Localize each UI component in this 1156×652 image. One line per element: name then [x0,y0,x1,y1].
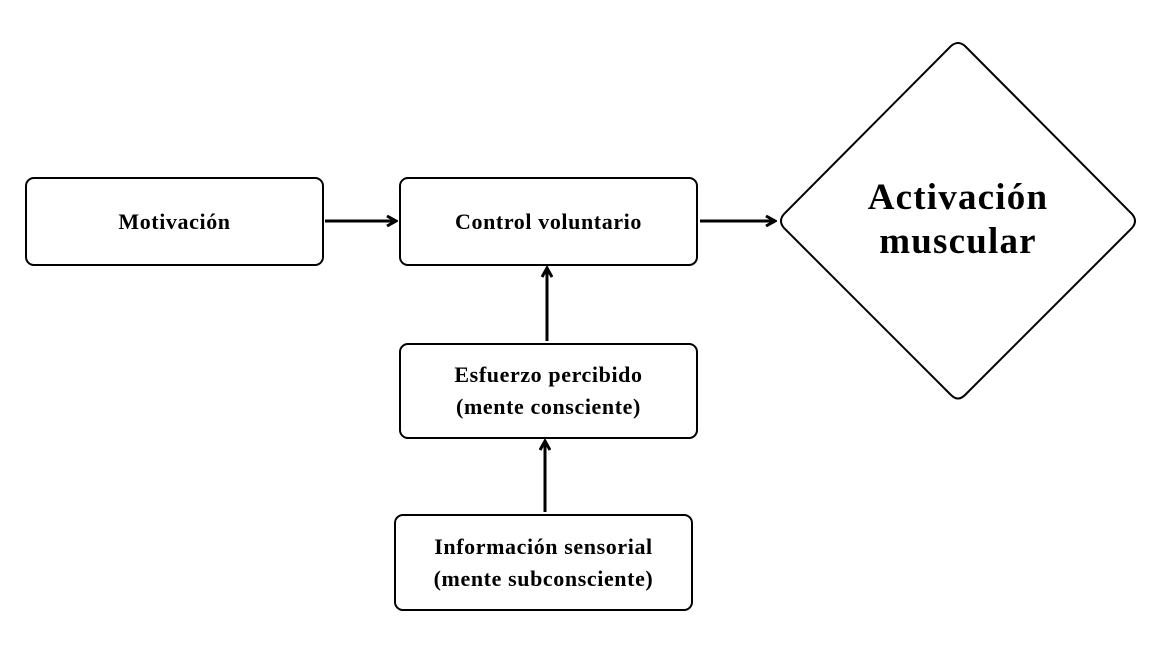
node-esfuerzo-percibido-label-line1: Esfuerzo percibido [454,362,643,387]
node-esfuerzo-percibido: Esfuerzo percibido (mente consciente) [399,343,698,439]
node-informacion-sensorial-label-line2: (mente subconsciente) [433,565,654,591]
node-informacion-sensorial-label-line1: Información sensorial [434,533,653,559]
node-activacion-muscular: Activación muscular [808,176,1108,264]
node-control-voluntario-label: Control voluntario [454,208,642,234]
node-informacion-sensorial: Información sensorial (mente subconscien… [394,514,693,611]
node-control-voluntario: Control voluntario [399,177,698,266]
node-motivacion: Motivación [25,177,324,266]
node-esfuerzo-percibido-label-line2: (mente consciente) [456,394,641,419]
node-motivacion-label: Motivación [118,208,231,234]
activacion-muscular-diamond [780,42,1136,400]
node-activacion-muscular-label-line2: muscular [879,221,1037,262]
node-activacion-muscular-label-line1: Activación [867,177,1049,218]
